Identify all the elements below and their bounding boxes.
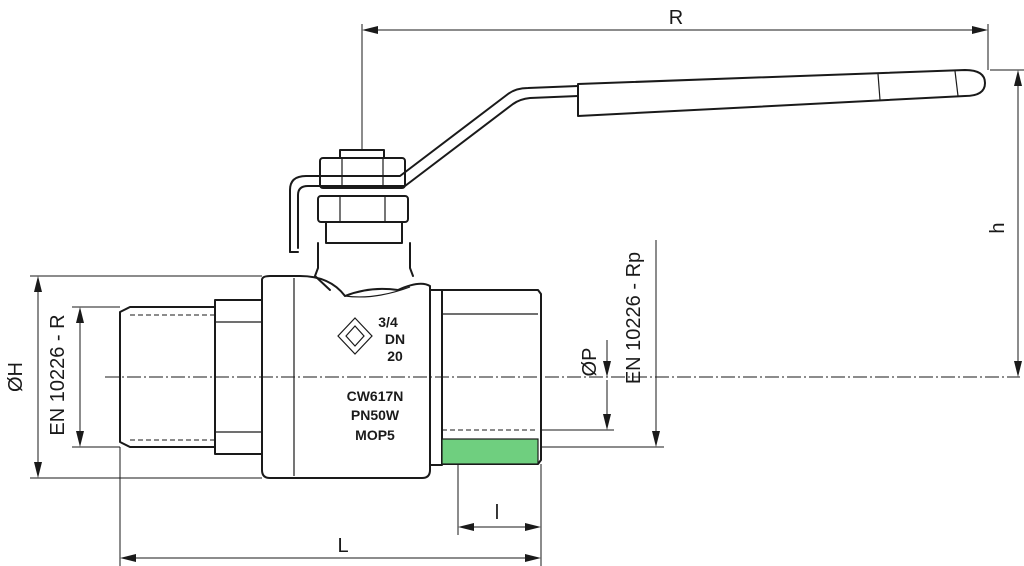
dimension-L: L [119, 447, 541, 566]
dim-l-label: l [495, 502, 499, 524]
dim-oP-label: ØP [579, 348, 601, 377]
dim-L-label: L [337, 535, 348, 557]
marking-dn-value: 20 [387, 348, 403, 364]
manufacturer-logo-icon [337, 317, 373, 355]
dimension-l: l [457, 464, 542, 566]
valve-body [261, 275, 431, 479]
dimension-oP: ØP [541, 340, 614, 431]
dim-R-label: R [669, 7, 683, 29]
seal-strip [441, 438, 539, 465]
stem-nut [314, 149, 414, 291]
dim-h-label: h [987, 222, 1009, 233]
dimension-oH: ØH [5, 275, 262, 479]
marking-pressure: PN50W [351, 407, 400, 423]
marking-material: CW617N [347, 388, 404, 404]
dimension-h: h [987, 69, 1024, 377]
dim-thread-female-label: EN 10226 - Rp [623, 252, 645, 384]
marking-size: 3/4 [378, 314, 398, 330]
marking-mop: MOP5 [355, 427, 395, 443]
male-end [119, 299, 263, 455]
marking-dn-label: DN [385, 331, 405, 347]
dim-thread-male-label: EN 10226 - R [47, 314, 69, 435]
female-end [429, 289, 542, 466]
dimension-thread-female: EN 10226 - Rp [541, 240, 664, 448]
dimension-thread-male: EN 10226 - R [47, 306, 120, 448]
dim-oH-label: ØH [5, 362, 27, 392]
dimension-R: R [361, 7, 989, 150]
body-marking: 3/4 DN 20 CW617N PN50W MOP5 [337, 314, 405, 443]
lever-handle [289, 69, 986, 253]
